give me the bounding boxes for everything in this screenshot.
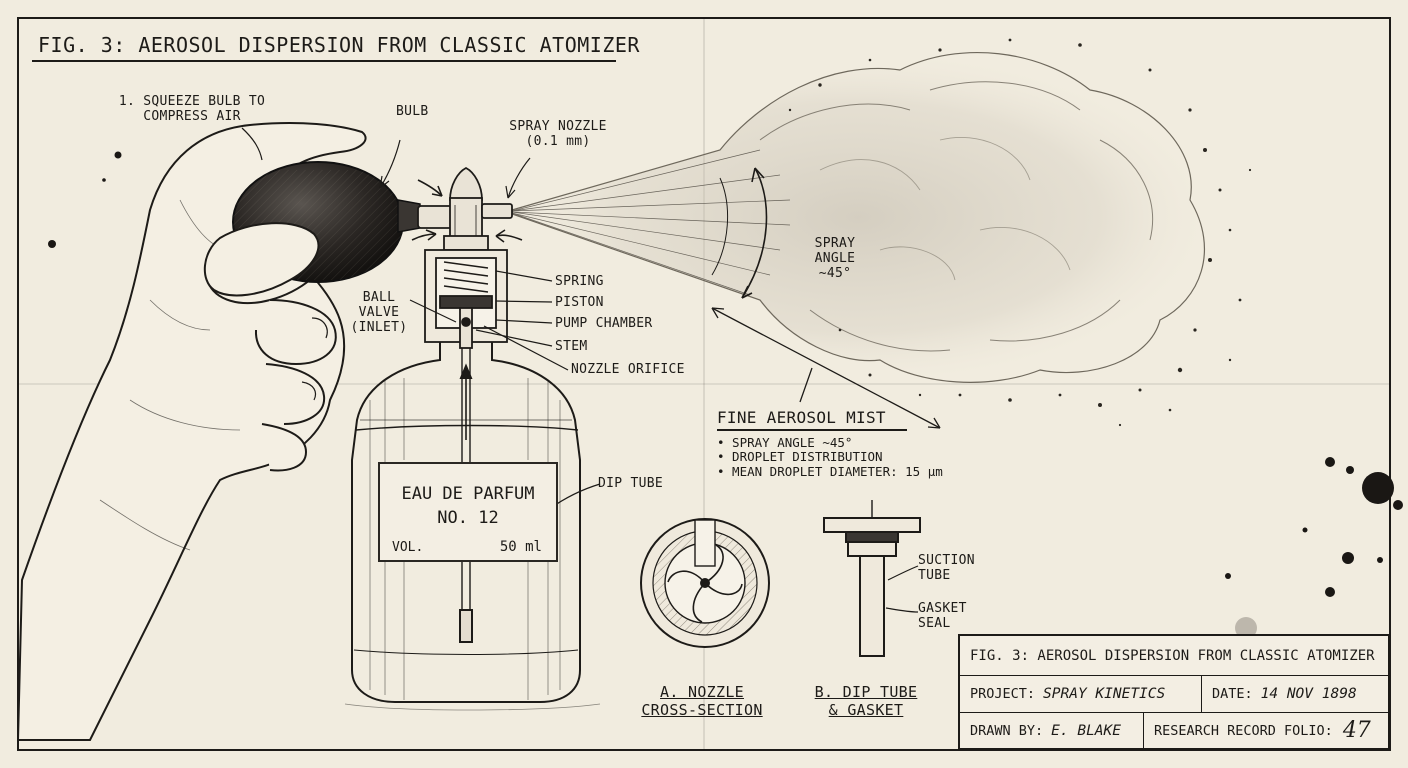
callout-ball-valve: BALL VALVE (INLET) bbox=[346, 290, 412, 335]
nozzle-cross-section-inset bbox=[640, 518, 770, 648]
callout-squeeze-line1: 1. SQUEEZE BULB TO bbox=[118, 94, 266, 109]
callout-spray-nozzle: SPRAY NOZZLE (0.1 mm) bbox=[498, 119, 618, 149]
callout-nozzle-orifice: NOZZLE ORIFICE bbox=[571, 362, 685, 377]
air-flow-arrows bbox=[411, 179, 523, 243]
dip-tube-gasket-inset bbox=[823, 500, 921, 657]
inset-b-caption-line1: B. DIP TUBE bbox=[814, 683, 918, 701]
callout-suction-line1: SUCTION bbox=[918, 553, 975, 568]
callout-stem: STEM bbox=[555, 339, 588, 354]
drawn-by-label: DRAWN BY: bbox=[970, 722, 1044, 739]
title-block-date: DATE: 14 NOV 1898 bbox=[1202, 676, 1388, 712]
callout-spray-angle-line2: ANGLE bbox=[814, 251, 856, 266]
thumb-over-bulb bbox=[203, 222, 320, 297]
mist-item: • DROPLET DISTRIBUTION bbox=[717, 449, 883, 464]
callout-gasket-line2: SEAL bbox=[918, 616, 951, 631]
project-label: PROJECT: bbox=[970, 686, 1036, 702]
callout-bulb: BULB bbox=[396, 104, 429, 119]
callout-suction-line2: TUBE bbox=[918, 568, 951, 583]
callout-squeeze-bulb: 1. SQUEEZE BULB TO COMPRESS AIR bbox=[112, 94, 272, 124]
pump-housing bbox=[424, 249, 508, 349]
title-block-project-row: PROJECT: SPRAY KINETICS DATE: 14 NOV 189… bbox=[960, 676, 1388, 713]
mist-item: • MEAN DROPLET DIAMETER: 15 µm bbox=[717, 463, 943, 479]
mist-description: FINE AEROSOL MIST • SPRAY ANGLE ~45° • D… bbox=[717, 408, 943, 479]
title-block-title-row: FIG. 3: AEROSOL DISPERSION FROM CLASSIC … bbox=[960, 636, 1388, 676]
folio-value: 47 bbox=[1342, 718, 1371, 743]
callout-spring: SPRING bbox=[555, 274, 604, 289]
folio-label: RESEARCH RECORD FOLIO: bbox=[1154, 722, 1333, 739]
title-block-folio: RESEARCH RECORD FOLIO: 47 bbox=[1144, 713, 1388, 748]
callout-spray-angle-line1: SPRAY bbox=[814, 236, 856, 251]
bottle-label-vol: VOL. bbox=[392, 540, 424, 555]
mist-title: FINE AEROSOL MIST bbox=[717, 408, 886, 427]
title-block-drawn-by: DRAWN BY: E. BLAKE bbox=[960, 713, 1144, 748]
inset-b-caption: B. DIP TUBE & GASKET bbox=[806, 683, 926, 719]
drawing-title-block: FIG. 3: AEROSOL DISPERSION FROM CLASSIC … bbox=[958, 634, 1390, 750]
callout-dip-tube: DIP TUBE bbox=[598, 476, 664, 491]
bottle-label: EAU DE PARFUM NO. 12 VOL. 50 ml bbox=[378, 462, 558, 562]
title-underline bbox=[32, 60, 616, 62]
callout-suction-tube: SUCTION TUBE bbox=[918, 553, 975, 583]
title-block-project: PROJECT: SPRAY KINETICS bbox=[960, 676, 1202, 712]
callout-spray-nozzle-line1: SPRAY NOZZLE bbox=[509, 119, 607, 134]
callout-spray-angle: SPRAY ANGLE ~45° bbox=[800, 236, 870, 281]
callout-pump-chamber: PUMP CHAMBER bbox=[555, 316, 653, 331]
drawn-by-value: E. BLAKE bbox=[1051, 722, 1121, 739]
mist-extent-arrow bbox=[711, 307, 941, 429]
inset-a-caption-line1: A. NOZZLE bbox=[660, 683, 744, 701]
callout-spray-angle-line3: ~45° bbox=[818, 266, 852, 281]
callout-piston: PISTON bbox=[555, 295, 604, 310]
bottle-label-vol-value: 50 ml bbox=[499, 539, 542, 555]
aerosol-mist-cloud bbox=[48, 38, 1403, 639]
bottle-label-line1: EAU DE PARFUM bbox=[401, 484, 535, 504]
inset-a-caption-line2: CROSS-SECTION bbox=[641, 701, 763, 719]
inset-b-caption-line2: & GASKET bbox=[828, 701, 904, 719]
callout-ball-valve-line3: (INLET) bbox=[350, 320, 408, 335]
callout-gasket-line1: GASKET bbox=[918, 601, 967, 616]
callout-gasket-seal: GASKET SEAL bbox=[918, 601, 967, 631]
callout-ball-valve-line1: BALL bbox=[362, 290, 396, 305]
spray-angle-indicator bbox=[711, 167, 768, 299]
figure-title: FIG. 3: AEROSOL DISPERSION FROM CLASSIC … bbox=[38, 33, 640, 57]
date-value: 14 NOV 1898 bbox=[1260, 686, 1357, 702]
date-label: DATE: bbox=[1212, 686, 1253, 702]
mist-item: • SPRAY ANGLE ~45° bbox=[717, 434, 853, 450]
title-block-drawn-row: DRAWN BY: E. BLAKE RESEARCH RECORD FOLIO… bbox=[960, 713, 1388, 748]
inset-a-caption: A. NOZZLE CROSS-SECTION bbox=[618, 683, 786, 719]
callout-squeeze-line2: COMPRESS AIR bbox=[143, 109, 241, 124]
callout-ball-valve-line2: VALVE bbox=[358, 305, 400, 320]
title-block-title: FIG. 3: AEROSOL DISPERSION FROM CLASSIC … bbox=[970, 647, 1375, 664]
project-value: SPRAY KINETICS bbox=[1043, 686, 1166, 702]
callout-spray-nozzle-line2: (0.1 mm) bbox=[525, 134, 591, 149]
bottle-label-line2: NO. 12 bbox=[437, 508, 499, 528]
mist-underline bbox=[717, 429, 907, 431]
